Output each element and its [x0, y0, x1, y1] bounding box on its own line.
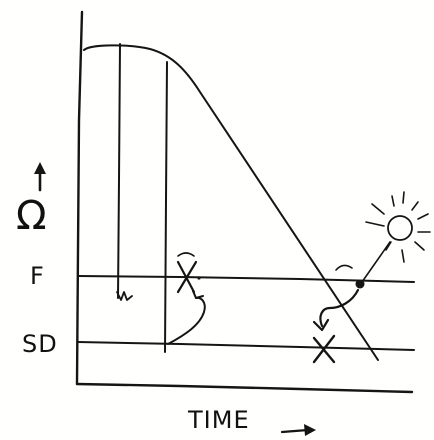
small-tick-mark — [116, 291, 133, 301]
sun-rays — [365, 191, 431, 263]
sun-connector-line — [361, 241, 391, 283]
squiggle-arrow-head — [312, 318, 330, 332]
curved-arrow-icon — [167, 296, 206, 345]
up-arrow-head — [34, 162, 46, 174]
y-axis-line — [75, 10, 84, 386]
sun-icon — [387, 215, 413, 241]
decline-curve — [83, 44, 379, 361]
small-arc-near-dot — [335, 264, 353, 271]
curved-arrow-head — [192, 290, 204, 299]
y-axis-symbol: Ω — [16, 193, 48, 239]
vertical-line-2 — [164, 61, 168, 353]
level-line-sd — [77, 341, 415, 351]
arc-above-x — [177, 252, 195, 257]
x-axis-line — [75, 382, 414, 394]
squiggle-arrow-icon — [319, 288, 360, 328]
right-arrow-icon — [280, 428, 310, 434]
event-dot — [355, 279, 365, 289]
right-arrow-head — [304, 424, 316, 436]
level-label-sd: SD — [22, 330, 58, 358]
vertical-line-1 — [117, 43, 121, 299]
level-label-f: F — [30, 262, 45, 290]
x-mark-icon — [176, 260, 198, 294]
x-axis-label: TIME — [188, 406, 250, 434]
level-line-f — [77, 275, 415, 283]
dot-near-x — [197, 276, 201, 280]
x-mark-icon-sd — [312, 334, 336, 364]
